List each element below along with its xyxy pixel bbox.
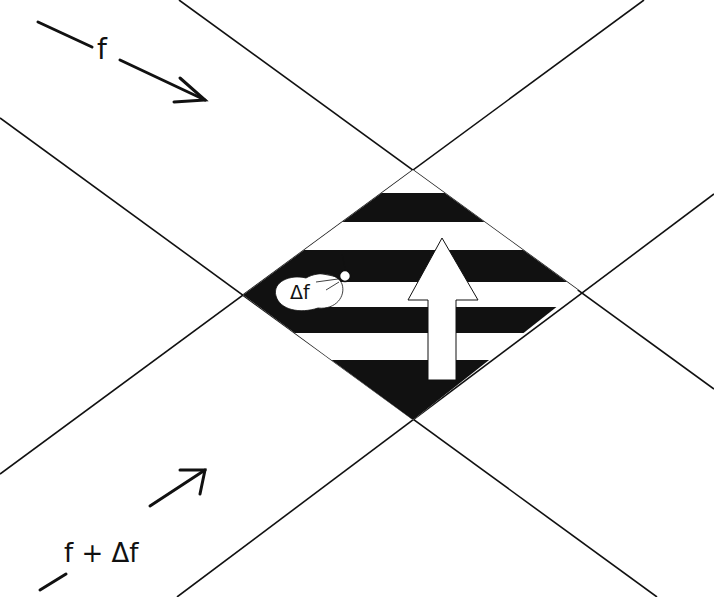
direction-arrows: [38, 22, 205, 590]
label-blob: [275, 274, 342, 311]
delta-label: Δf: [290, 283, 310, 302]
frequency-label: f + Δf: [64, 540, 138, 566]
frequency-label: f: [97, 36, 107, 64]
fringe-stripes: [240, 165, 585, 425]
motion-arrow: [408, 238, 478, 380]
detector-circle: [340, 271, 351, 282]
detector-rays: [316, 254, 354, 290]
